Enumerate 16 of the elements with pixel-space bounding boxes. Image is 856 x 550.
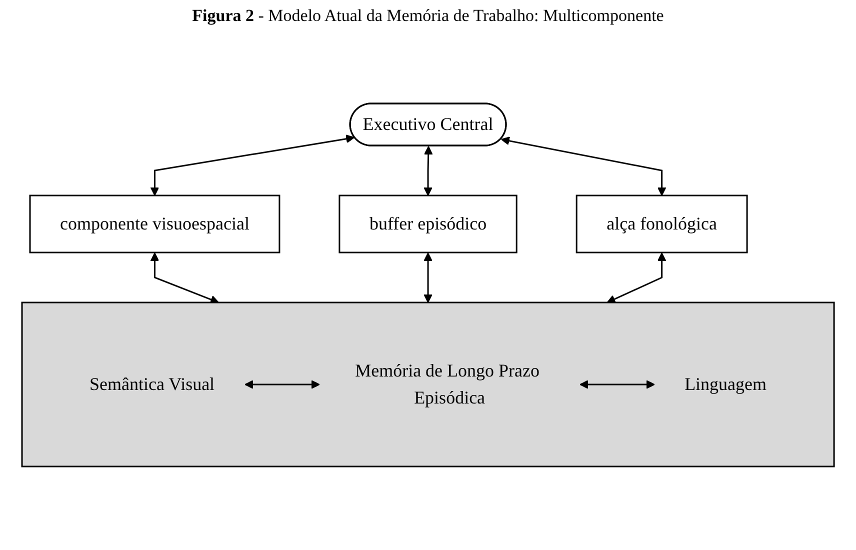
cluster xyxy=(21,302,835,468)
arrow xyxy=(424,146,433,196)
figure-title: Figura 2 - Modelo Atual da Memória de Trabalho: Multicomponente xyxy=(191,6,665,26)
node-box: alça fonológica xyxy=(576,194,748,254)
node-text: Memória de Longo Prazo Episódica xyxy=(355,360,540,408)
arrow xyxy=(606,252,666,304)
arrow xyxy=(244,380,320,389)
arrow xyxy=(424,252,432,303)
node-text: Linguagem xyxy=(684,374,767,394)
arrow xyxy=(150,252,219,304)
arrow xyxy=(150,134,355,196)
node-box: buffer episódico xyxy=(338,194,518,254)
arrow xyxy=(500,136,666,196)
arrow xyxy=(580,380,655,389)
node-box: componente visuoespacial xyxy=(29,194,280,254)
node-text: Semântica Visual xyxy=(89,374,215,394)
